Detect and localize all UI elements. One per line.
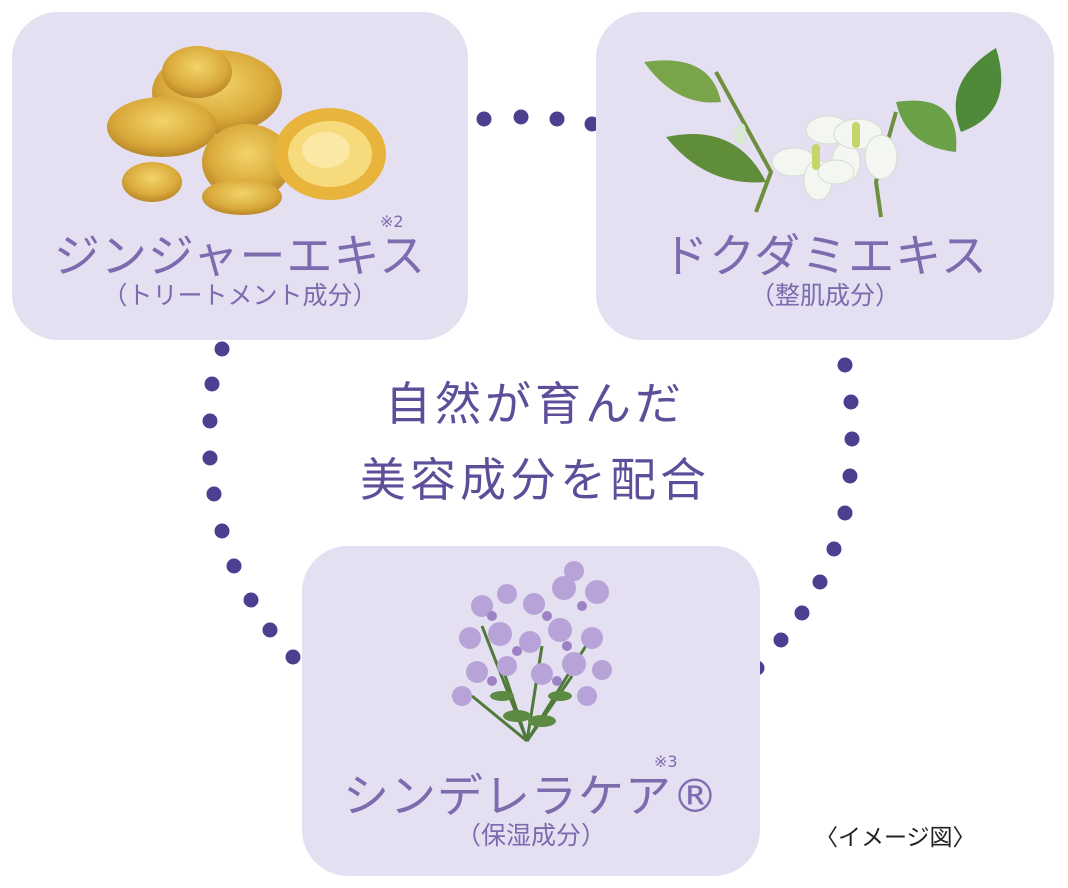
connector-dot bbox=[226, 558, 242, 574]
connector-dot bbox=[206, 486, 222, 502]
connector-dot bbox=[844, 431, 860, 447]
connector-dot bbox=[837, 357, 853, 373]
connector-dot bbox=[243, 592, 259, 608]
image-caption: 〈イメージ図〉 bbox=[815, 825, 976, 851]
connector-dot bbox=[842, 468, 858, 484]
ingredient-role: （整肌成分） bbox=[749, 281, 900, 310]
ginger-extract-card: ※2 bbox=[12, 12, 468, 340]
ingredient-role: （トリートメント成分） bbox=[102, 281, 378, 310]
connector-dot bbox=[584, 116, 600, 132]
connector-dot bbox=[204, 376, 220, 392]
connector-dot bbox=[285, 649, 301, 665]
ingredient-role: （保湿成分） bbox=[455, 821, 606, 850]
connector-dot bbox=[773, 632, 789, 648]
dokudami-plant-icon bbox=[644, 48, 1002, 218]
cinderella-care-card: ※3 bbox=[302, 546, 760, 876]
connector-dot bbox=[549, 111, 565, 127]
connector-dot bbox=[826, 541, 842, 557]
ingredient-name: ジンジャーエキス bbox=[53, 229, 427, 283]
ingredient-name: ドクダミエキス bbox=[662, 229, 988, 283]
connector-dot bbox=[262, 622, 278, 638]
dokudami-extract-card bbox=[596, 12, 1054, 340]
connector-dot bbox=[812, 574, 828, 590]
connector-dot bbox=[202, 413, 218, 429]
ginger-root-icon bbox=[107, 46, 386, 215]
connector-dot bbox=[794, 605, 810, 621]
connector-dot bbox=[202, 450, 218, 466]
ingredient-name: シンデレラケア® bbox=[343, 769, 719, 823]
connector-dot bbox=[214, 523, 230, 539]
connector-dot bbox=[476, 111, 492, 127]
headline-line-2: 美容成分を配合 bbox=[360, 453, 710, 507]
cinderella-flower-icon bbox=[452, 561, 612, 743]
footnote-marker: ※3 bbox=[654, 752, 678, 771]
connector-dot bbox=[513, 109, 529, 125]
connector-dot bbox=[837, 505, 853, 521]
footnote-marker: ※2 bbox=[380, 212, 404, 231]
connector-dot bbox=[843, 394, 859, 410]
headline-line-1: 自然が育んだ bbox=[385, 377, 685, 431]
connector-dot bbox=[214, 341, 230, 357]
